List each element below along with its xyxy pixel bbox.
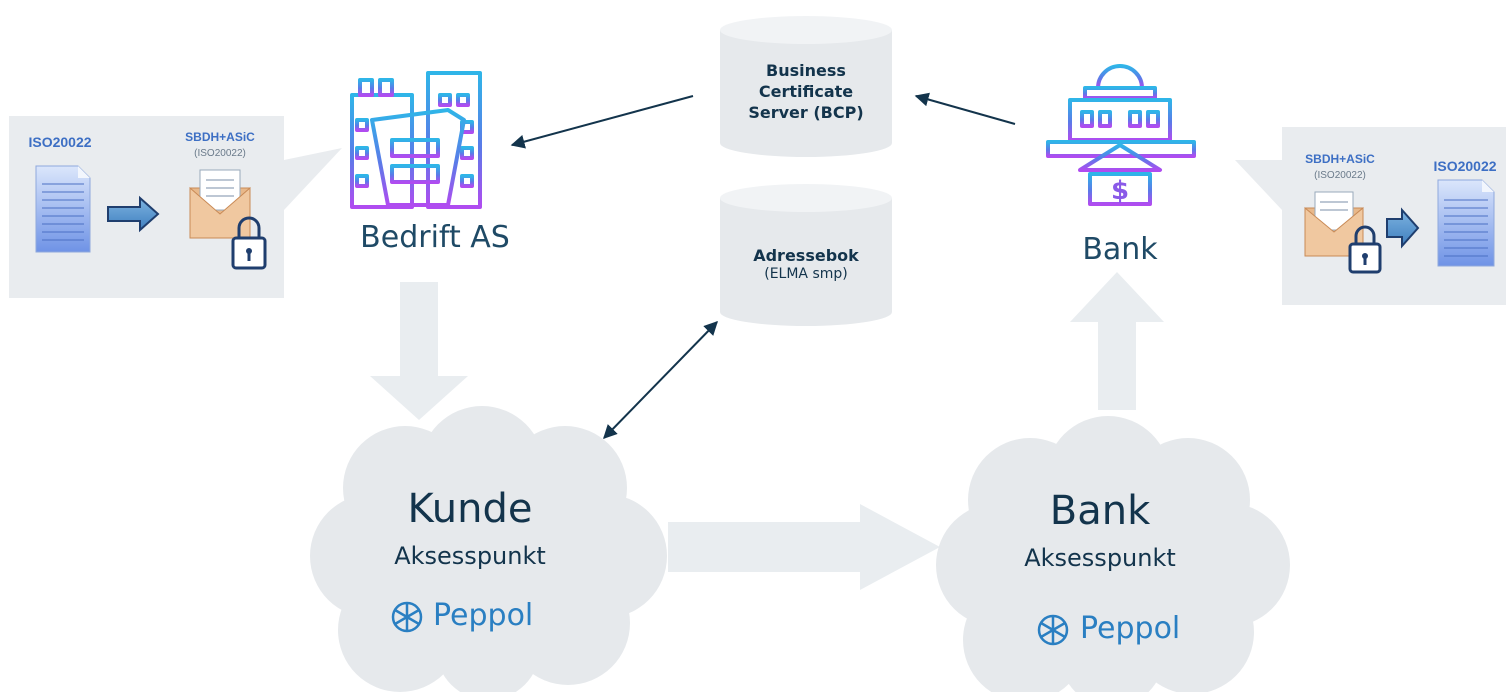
envelope-lock-icon	[1304, 191, 1382, 274]
right-sbdh-label: SBDH+ASiC	[1305, 152, 1375, 166]
customer-ap-peppol: Peppol	[433, 598, 534, 633]
left-sbdh-sub: (ISO20022)	[194, 148, 246, 159]
right-sbdh-sub: (ISO20022)	[1314, 170, 1366, 181]
convert-arrow-icon	[107, 195, 160, 233]
customer-ap-sub: Aksesspunkt	[394, 542, 546, 570]
convert-arrow-icon	[1386, 207, 1420, 249]
left-iso-label: ISO20022	[28, 134, 92, 150]
peppol-logo-icon	[391, 601, 423, 633]
address-book-sub: (ELMA smp)	[764, 266, 848, 282]
envelope-lock-icon	[189, 169, 267, 270]
flow-arrow-right	[668, 504, 940, 590]
left-sbdh-label: SBDH+ASiC	[185, 130, 255, 144]
bcp-to-company-arrow	[510, 95, 694, 149]
document-icon	[35, 165, 91, 253]
bank-ap-title: Bank	[1049, 488, 1151, 534]
database-icon	[720, 16, 892, 157]
flow-arrow-up	[1070, 272, 1164, 410]
bank-label: Bank	[1082, 232, 1158, 267]
address-book-title: Adressebok	[753, 246, 859, 265]
bank-building-icon: $	[1030, 50, 1200, 212]
customer-ap-title: Kunde	[407, 486, 533, 532]
bcp-line3: Server (BCP)	[748, 103, 864, 122]
bank-ap-peppol: Peppol	[1080, 611, 1181, 646]
bcp-line2: Certificate	[758, 82, 854, 101]
bank-to-bcp-arrow	[914, 92, 1016, 125]
document-icon	[1437, 179, 1495, 267]
addressbook-lookup-arrow	[603, 320, 718, 440]
svg-text:$: $	[1111, 176, 1129, 206]
peppol-logo-icon	[1037, 614, 1069, 646]
company-label: Bedrift AS	[360, 220, 510, 255]
right-iso-label: ISO20022	[1433, 158, 1497, 174]
flow-arrow-down	[370, 282, 468, 420]
office-building-icon	[346, 71, 490, 212]
bcp-line1: Business	[766, 61, 846, 80]
customer-ap-cloud	[310, 406, 667, 692]
bcp-label: Business Certificate Server (BCP)	[720, 60, 892, 123]
bank-ap-sub: Aksesspunkt	[1024, 544, 1176, 572]
database-icon	[720, 184, 892, 326]
bank-ap-cloud	[936, 416, 1290, 692]
address-book-label: Adressebok (ELMA smp)	[720, 245, 892, 282]
